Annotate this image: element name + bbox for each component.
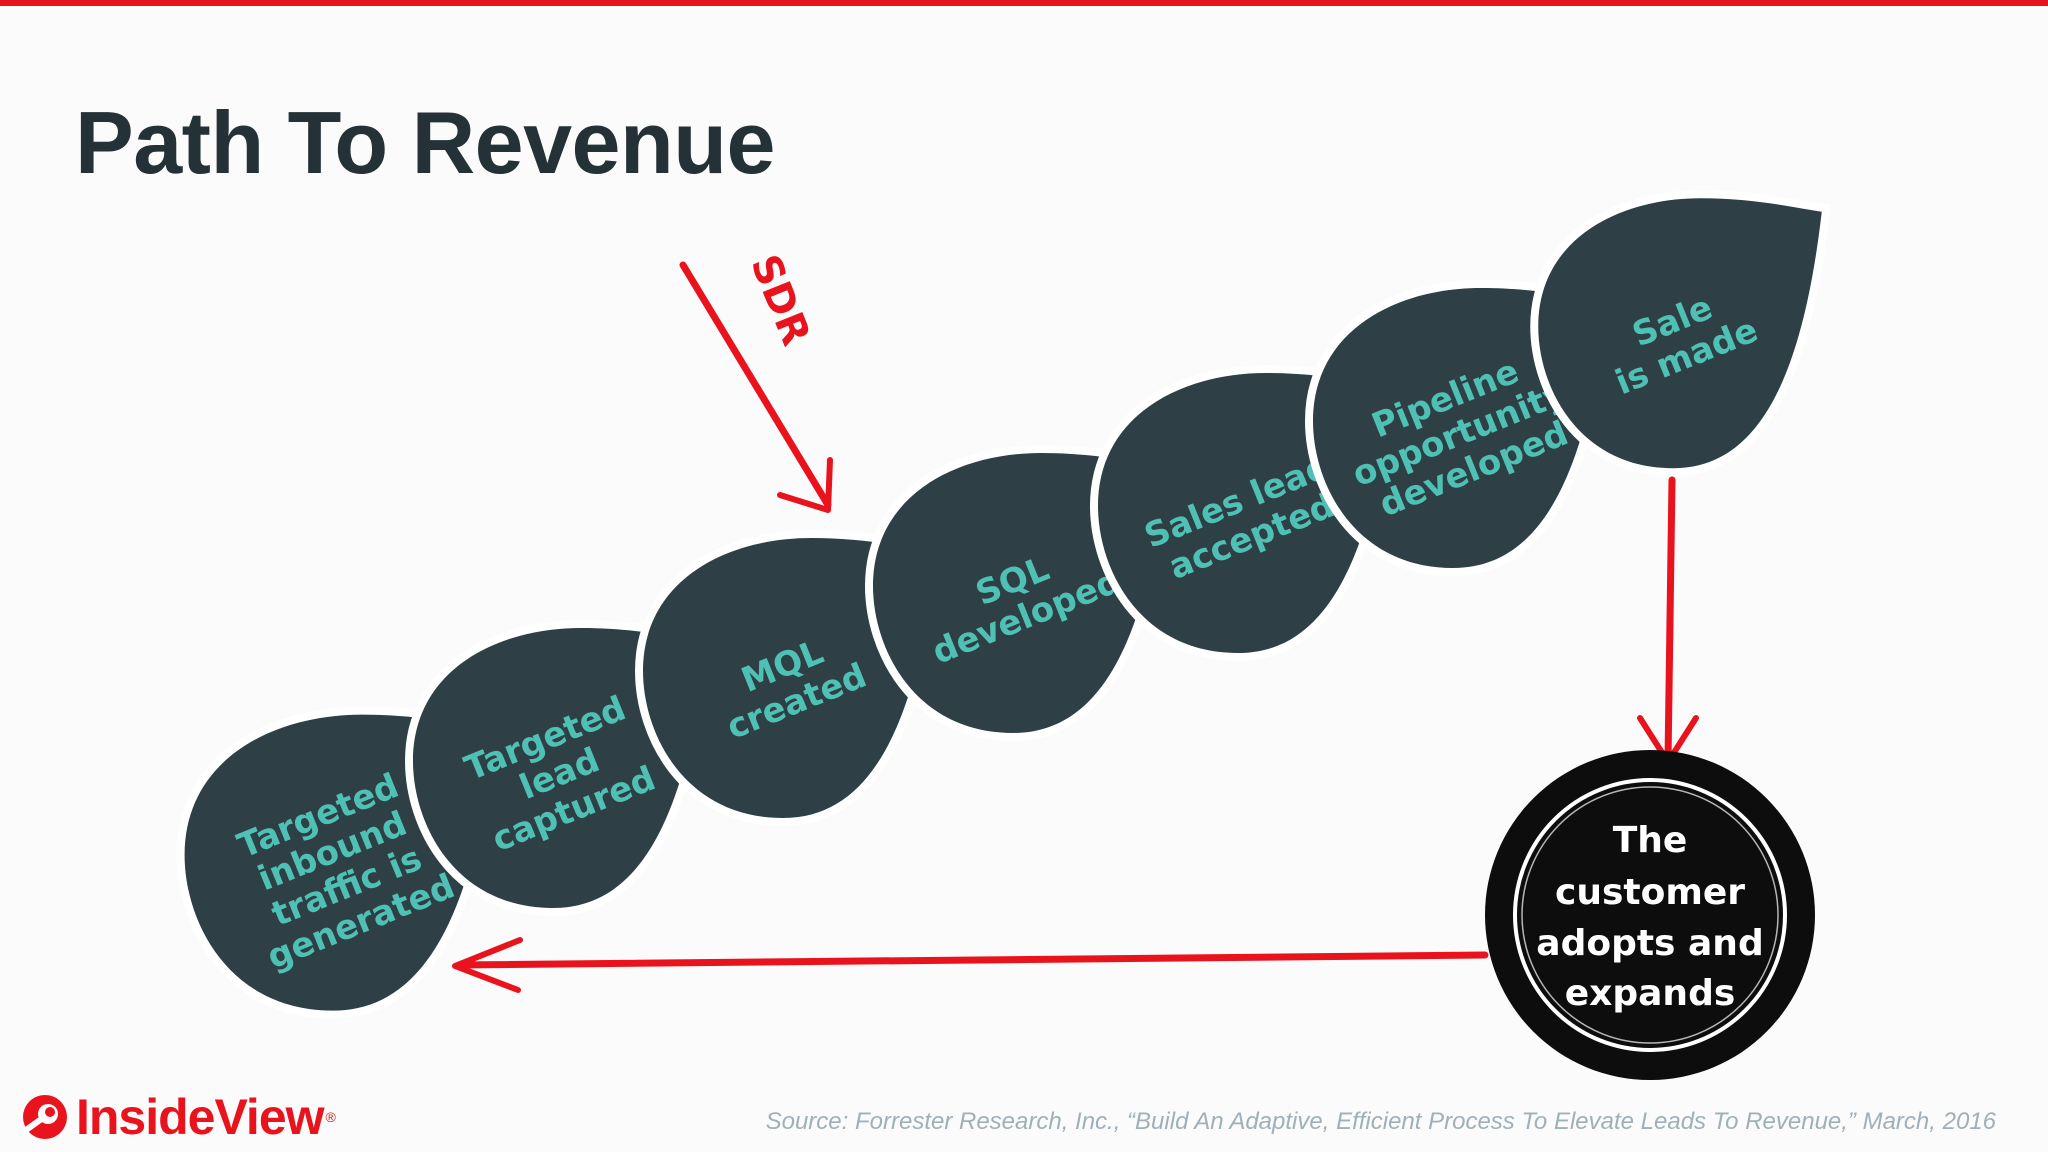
customer-line-1: The	[1613, 820, 1688, 861]
customer-circle: The customer adopts and expands	[1485, 750, 1815, 1080]
stage-leaf-shape	[643, 538, 937, 818]
top-accent-bar	[0, 0, 2048, 6]
logo-registered-mark: ®	[325, 1109, 336, 1125]
customer-line-2: customer	[1555, 872, 1745, 913]
logo-text: InsideView	[76, 1089, 325, 1145]
sdr-label: SDR	[741, 248, 818, 351]
insideview-logo: InsideView ®	[20, 1088, 336, 1146]
stage-leaf-shape	[413, 628, 707, 908]
logo-mark-icon	[23, 1095, 67, 1139]
return-arrow	[452, 937, 1489, 993]
customer-line-3: adopts and	[1536, 923, 1763, 964]
sdr-arrow: SDR	[679, 248, 833, 513]
sale-to-customer-arrow	[1637, 476, 1699, 765]
page-title: Path To Revenue	[75, 93, 775, 192]
source-citation: Source: Forrester Research, Inc., “Build…	[765, 1108, 1996, 1135]
customer-line-4: expands	[1565, 973, 1736, 1014]
stage-leaf-shape	[1538, 198, 1822, 469]
